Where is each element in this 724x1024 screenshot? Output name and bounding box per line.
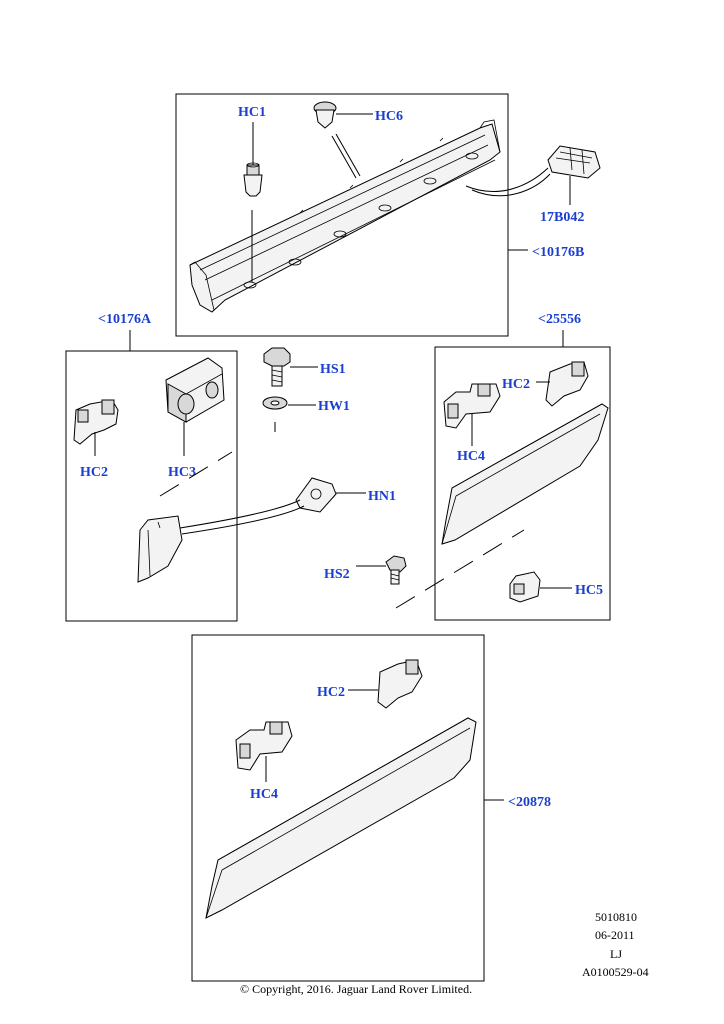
17b042-bracket-group: 17B042 [465,145,601,225]
hc3-clip-part [165,357,225,423]
door-moulding-frame [191,634,485,982]
sill-panel-group: HC1 HC6 <10176B [175,93,584,337]
hc2-right-clip-part [545,361,589,407]
hn1-nut-group: HN1 [179,477,396,535]
hs2-label[interactable]: HS2 [324,567,350,582]
hc2-bottom-clip-part [377,659,423,709]
right-trim-panel-part [441,403,609,545]
20878-label[interactable]: <20878 [508,795,551,810]
hc6-label[interactable]: HC6 [375,109,403,124]
hn1-label[interactable]: HN1 [368,489,396,504]
17b042-label[interactable]: 17B042 [540,210,584,225]
left-trim-part [137,515,183,583]
hc6-grommet-part [313,101,337,129]
ref-code-4: A0100529-04 [582,965,649,979]
hc2-right-label[interactable]: HC2 [502,377,530,392]
right-trim-group: <25556 HC2 HC4 HC5 [395,312,611,621]
hc2-left-label[interactable]: HC2 [80,465,108,480]
25556-label[interactable]: <25556 [538,312,581,327]
hs1-label[interactable]: HS1 [320,362,346,377]
copyright-text: © Copyright, 2016. Jaguar Land Rover Lim… [240,982,472,996]
hw1-label[interactable]: HW1 [318,399,350,414]
hc5-label[interactable]: HC5 [575,583,603,598]
door-moulding-part [205,717,477,919]
hs2-screw-group: HS2 [324,555,407,585]
ref-code-2: 06-2011 [595,928,635,942]
hc3-label[interactable]: HC3 [168,465,196,480]
hs1-screw-group: HS1 [263,347,346,387]
10176b-label[interactable]: <10176B [532,245,584,260]
hc1-clip-part [243,162,263,197]
hc4-bottom-clip-part [235,721,293,771]
hc1-label[interactable]: HC1 [238,105,266,120]
right-trim-frame [434,346,611,621]
hc5-clip-part [509,571,541,603]
hc4-right-clip-part [443,383,501,429]
ref-code-1: 5010810 [595,910,637,924]
hc2-bottom-label[interactable]: HC2 [317,685,345,700]
sill-panel-frame [175,93,509,337]
hw1-washer-group: HW1 [262,396,350,432]
hc2-left-clip-part [73,399,119,445]
hc4-right-label[interactable]: HC4 [457,449,485,464]
door-moulding-group: HC2 HC4 <20878 [191,634,551,982]
left-trim-group: <10176A HC2 HC3 [65,312,238,622]
hc4-bottom-label[interactable]: HC4 [250,787,278,802]
left-trim-frame [65,350,238,622]
ref-code-3: LJ [610,947,622,961]
10176a-label[interactable]: <10176A [98,312,152,327]
footer-reference-block: 5010810 06-2011 LJ A0100529-04 [582,910,649,979]
